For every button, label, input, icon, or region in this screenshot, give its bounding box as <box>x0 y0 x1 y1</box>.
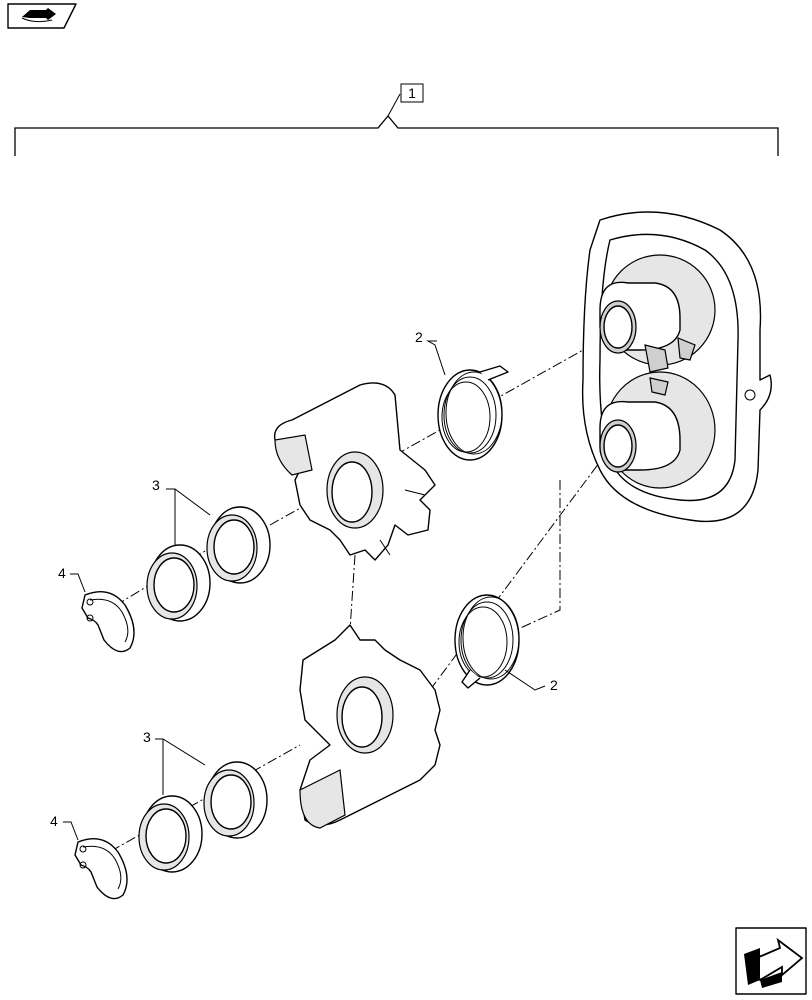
callout-3-upper: 3 <box>152 477 160 493</box>
callout-3-upper-leader: 3 <box>152 477 211 545</box>
bearing-upper-1 <box>206 506 271 584</box>
assembly-bracket: 1 <box>14 83 779 156</box>
callout-3-lower-leader: 3 <box>143 729 206 795</box>
callout-2-upper: 2 <box>415 329 423 345</box>
spring-upper: 2 <box>415 329 509 461</box>
book-arrow-icon[interactable] <box>7 3 77 29</box>
callout-4-lower: 4 <box>50 813 58 829</box>
callout-2-lower: 2 <box>550 677 558 693</box>
callout-4-upper: 4 <box>58 565 66 581</box>
retaining-ring-upper: 4 <box>58 565 135 653</box>
bearing-lower-1 <box>203 761 268 839</box>
spring-lower: 2 <box>454 594 558 693</box>
callout-1: 1 <box>408 85 416 101</box>
retaining-ring-lower: 4 <box>50 813 128 900</box>
next-page-arrow-icon[interactable] <box>735 927 807 995</box>
gear-upper <box>273 382 436 561</box>
bearing-upper-2 <box>146 544 211 622</box>
bearing-lower-2 <box>138 795 203 873</box>
gear-lower <box>299 624 441 829</box>
pump-housing <box>581 211 772 523</box>
callout-3-lower: 3 <box>143 729 151 745</box>
